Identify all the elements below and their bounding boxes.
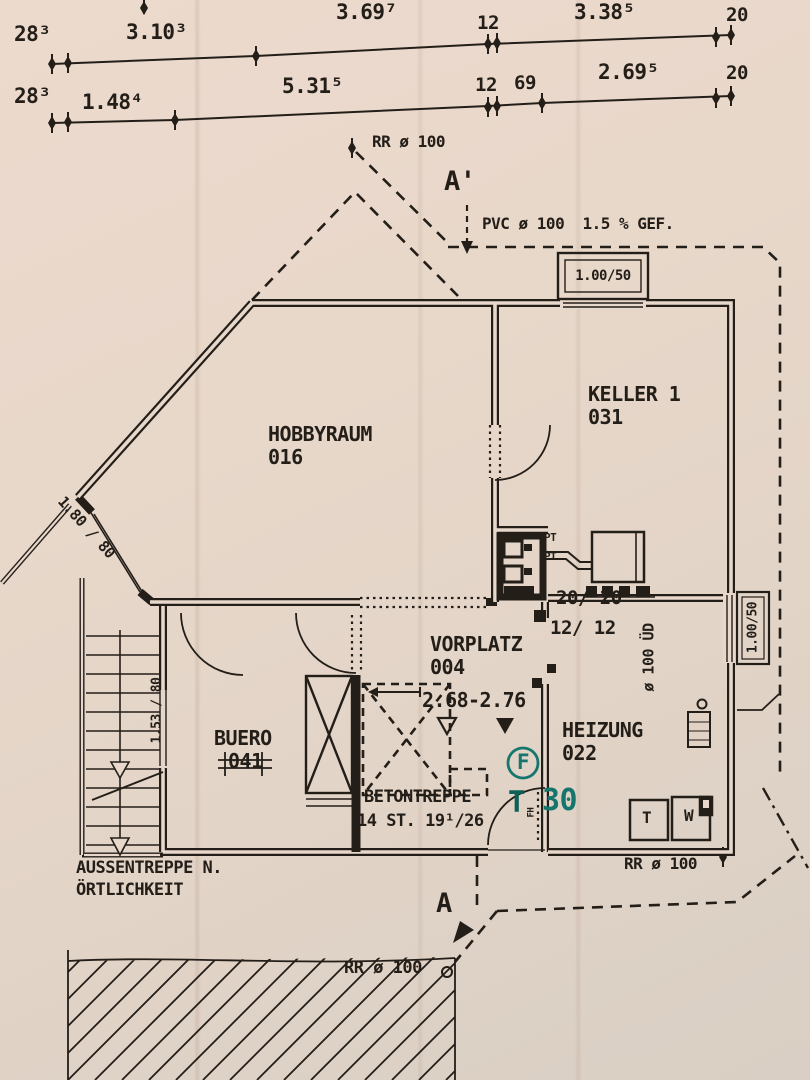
door-buero-right: [295, 612, 357, 674]
dim-r2-20: 20: [726, 62, 748, 84]
f-stamp-circle: [506, 746, 540, 780]
room-vorplatz-name: VORPLATZ: [430, 632, 523, 656]
outdoor-stairs: [86, 630, 164, 857]
room-buero-name: BUERO: [214, 726, 272, 750]
door-arcs: [180, 424, 551, 846]
window-top: [556, 251, 650, 309]
room-keller-name: KELLER 1: [588, 382, 681, 406]
stair-door-glazing: [159, 690, 167, 766]
room-keller-number: 031: [588, 405, 623, 429]
level-marker-filled: [496, 718, 514, 734]
window-right: [723, 590, 771, 666]
floor-drain: [696, 698, 708, 710]
betontreppe-label: BETONTREPPE: [364, 787, 472, 807]
window-right-label: 1.00/50: [745, 601, 761, 654]
dim-r2-148: 1.48⁴: [82, 90, 143, 114]
dim-r2-269: 2.69⁵: [598, 60, 659, 84]
dim-r2-69: 69: [514, 72, 536, 94]
concrete-stair-dashed: [361, 682, 489, 797]
stair-door-label: 1.53 / 80: [149, 677, 165, 744]
dim-r2-12: 12: [475, 74, 497, 96]
door-keller: [494, 424, 551, 481]
t30-stamp-t: T: [508, 785, 525, 819]
window-diagonal-glazing: [87, 507, 147, 599]
room-heizung-name: HEIZUNG: [562, 718, 643, 742]
t30-stamp-fh: FH: [526, 807, 537, 818]
appliance-t-label: T: [642, 808, 652, 827]
walls-core: [76, 301, 733, 854]
dim-r1-28: 28³: [14, 22, 51, 46]
dim-r1-338: 3.38⁵: [574, 0, 635, 24]
walls-core-thin: [1, 504, 160, 857]
dim-r1-20: 20: [726, 4, 748, 26]
chimney-pt2-label: PT: [544, 550, 557, 563]
dim-r2-28: 28³: [14, 84, 51, 108]
t30-stamp-30: 30: [542, 783, 578, 818]
dimension-ticks: [48, 1, 735, 867]
wall-radiator: [687, 711, 711, 748]
dim-r2-531: 5.31⁵: [282, 74, 343, 98]
aussentreppe-label-2: ÖRTLICHKEIT: [76, 880, 184, 900]
appliance-boxes: [628, 795, 714, 842]
door-entry: [487, 787, 546, 846]
section-marker-bottom: A: [436, 888, 452, 919]
bench-symbol: [218, 752, 272, 776]
room-heizung-number: 022: [562, 741, 597, 765]
room-vorplatz-number: 004: [430, 655, 465, 679]
boiler: [546, 530, 646, 584]
dim-r1-369: 3.69⁷: [336, 0, 397, 24]
stair-up-arrow: [368, 687, 421, 697]
level-upper-label: 2.68: [422, 688, 469, 712]
rr-right-label: RR ø 100: [624, 854, 698, 873]
property-dashdot-line: [761, 787, 810, 869]
ground-hatch: [67, 950, 456, 1080]
betontreppe-steps-label: 14 ST. 19¹/26: [357, 811, 484, 831]
pvc-label: PVC ø 100 1.5 % GEF.: [482, 214, 674, 233]
drain-dashed-lines: [251, 151, 796, 963]
f-stamp-label: F: [516, 750, 530, 774]
drain-branch-line: [737, 693, 780, 711]
appliance-w-label: W: [684, 806, 694, 825]
dim-r1-12: 12: [477, 12, 499, 34]
level-lower-label: -2.76: [468, 688, 526, 712]
chimney-vent2-label: 12/ 12: [550, 617, 616, 639]
drain-end-circle: [441, 966, 453, 978]
room-hobbyraum-number: 016: [268, 445, 303, 469]
chimney-internals: [502, 539, 556, 688]
rr-top-label: RR ø 100: [372, 132, 446, 151]
chimney-vent1-label: 20/ 20: [556, 587, 622, 609]
level-marker-open: [436, 716, 458, 737]
chimney-pt1-label: PT: [544, 531, 557, 544]
ud-pipe-label: ø 100 ÜD: [639, 623, 658, 692]
room-buero-number: 041: [228, 749, 263, 773]
room-hobbyraum-name: HOBBYRAUM: [268, 422, 372, 446]
radiator-symbol: [583, 586, 655, 598]
section-arrow-top: [461, 241, 473, 254]
window-top-label: 1.00/50: [575, 268, 631, 284]
rr-bottom-label: RR ø 100: [344, 958, 422, 978]
section-marker-top: A': [444, 166, 476, 197]
door-buero-left: [180, 612, 244, 676]
section-arrow-bottom: [453, 921, 474, 943]
light-shaft: [304, 674, 354, 807]
aussentreppe-label-1: AUSSENTREPPE N.: [76, 858, 223, 878]
dim-r1-310: 3.10³: [126, 20, 187, 44]
door-openings-dotted: [350, 425, 540, 843]
